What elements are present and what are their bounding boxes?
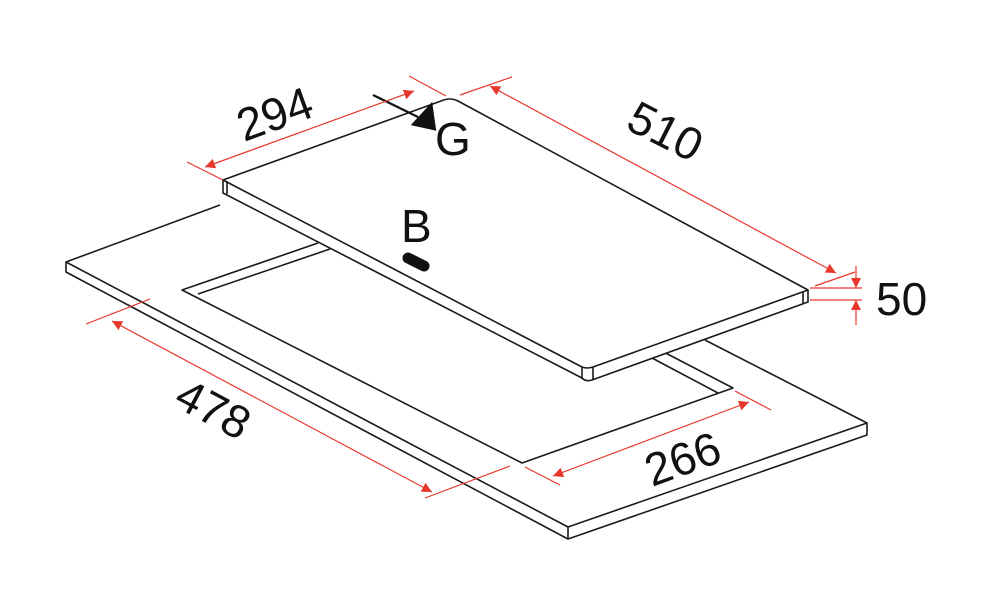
countertop-cutout xyxy=(181,242,734,464)
label-hob-height: 50 xyxy=(876,273,927,325)
dimension-hob-width xyxy=(459,76,856,287)
countertop xyxy=(65,204,868,540)
hob xyxy=(222,98,809,382)
label-cutout-depth: 266 xyxy=(638,421,728,496)
label-hob-width: 510 xyxy=(619,91,711,172)
label-gas-connection: G xyxy=(435,113,471,165)
burner-slot-icon xyxy=(402,252,430,272)
dimension-hob-depth xyxy=(186,75,447,181)
label-burner: B xyxy=(401,200,432,252)
dimension-cutout-width xyxy=(85,298,511,499)
dimension-cutout-depth xyxy=(524,390,772,486)
label-cutout-width: 478 xyxy=(167,368,259,450)
label-hob-depth: 294 xyxy=(230,76,320,151)
dimension-hob-height xyxy=(810,266,862,325)
